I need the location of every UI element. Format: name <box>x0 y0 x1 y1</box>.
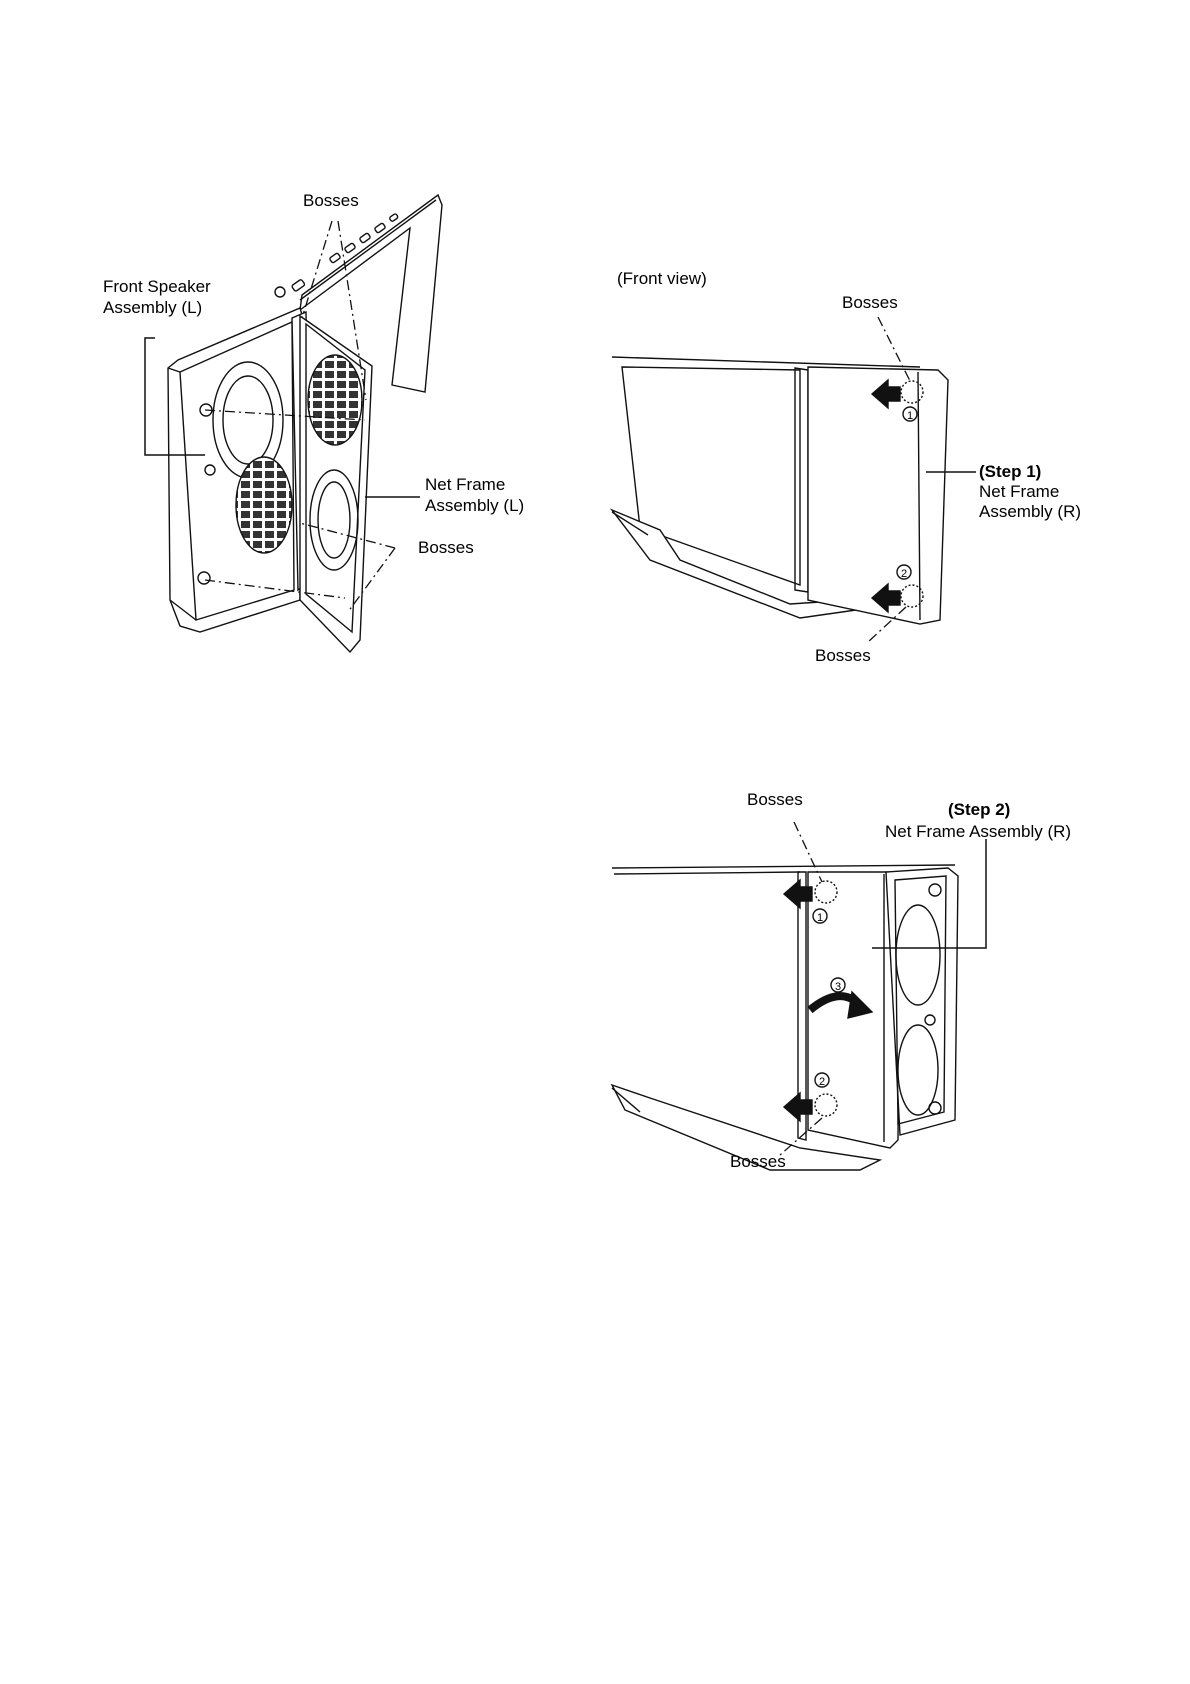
figure1-drawing <box>145 195 442 652</box>
fig2-step-label: (Step 1) <box>979 461 1041 482</box>
fig3-step-label: (Step 2) <box>948 799 1010 820</box>
fig1-front-speaker-label-2: Assembly (L) <box>103 297 202 318</box>
figure3-drawing <box>612 822 986 1170</box>
fig2-front-view-label: (Front view) <box>617 268 707 289</box>
fig1-front-speaker-label-1: Front Speaker <box>103 276 211 297</box>
fig2-bosses-top-label: Bosses <box>842 292 898 313</box>
fig1-net-frame-label-2: Assembly (L) <box>425 495 524 516</box>
fig3-net-frame-label: Net Frame Assembly (R) <box>885 821 1071 842</box>
fig2-marker-2: 2 <box>901 564 907 585</box>
fig1-bosses-bottom-label: Bosses <box>418 537 474 558</box>
top-buttons <box>275 213 398 297</box>
fig3-bosses-bottom-label: Bosses <box>730 1151 786 1172</box>
fig3-marker-1: 1 <box>817 908 823 929</box>
fig2-marker-1: 1 <box>907 406 913 427</box>
fig1-net-frame-label-1: Net Frame <box>425 474 505 495</box>
fig3-bosses-top-label: Bosses <box>747 789 803 810</box>
fig3-marker-3: 3 <box>835 977 841 998</box>
fig2-bosses-bottom-label: Bosses <box>815 645 871 666</box>
fig3-marker-2: 2 <box>819 1072 825 1093</box>
fig2-net-frame-label-2: Assembly (R) <box>979 501 1081 522</box>
fig2-net-frame-label-1: Net Frame <box>979 481 1059 502</box>
figure2-drawing <box>612 317 976 642</box>
fig1-bosses-top-label: Bosses <box>303 190 359 211</box>
